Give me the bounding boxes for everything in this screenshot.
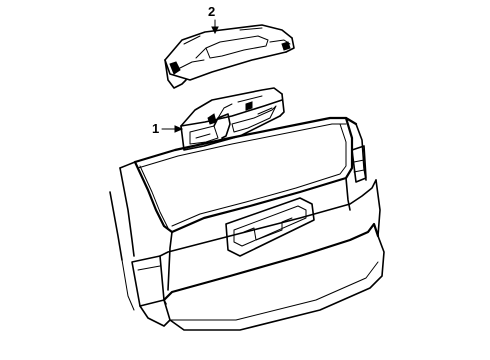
callout-2-label: 2 — [208, 4, 215, 19]
part-2-lamp-cover — [164, 24, 295, 89]
callout-1-label: 1 — [152, 121, 159, 136]
callout-1-arrowhead — [174, 125, 184, 133]
callout-2: 2 — [208, 4, 219, 35]
callout-2-arrowhead — [211, 26, 219, 35]
vehicle-rear-body — [109, 116, 385, 331]
callout-1: 1 — [152, 121, 184, 136]
part-1-lamp-housing — [180, 87, 285, 151]
